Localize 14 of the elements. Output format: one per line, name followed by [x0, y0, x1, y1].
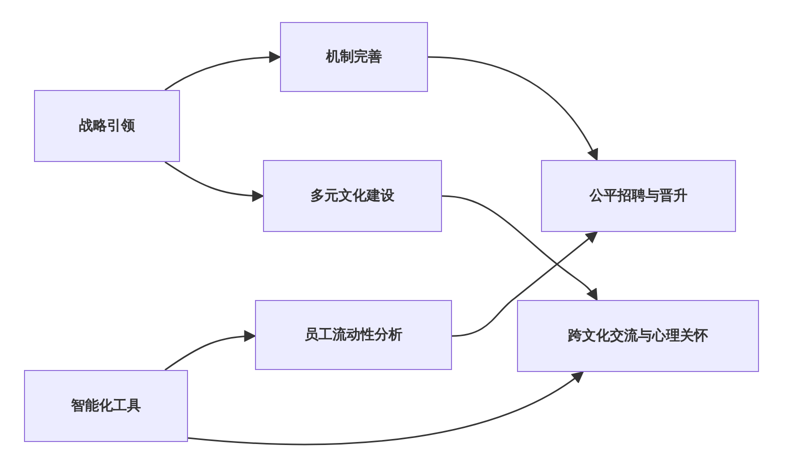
process-box: 员工流动性分析: [255, 300, 452, 370]
process-box: 跨文化交流与心理关怀: [517, 300, 759, 372]
process-box: 智能化工具: [24, 370, 188, 442]
process-box: 多元文化建设: [263, 160, 442, 232]
arrow: [164, 161, 264, 202]
arrow: [428, 56, 598, 162]
process-box: 战略引领: [34, 90, 180, 162]
process-box: 公平招聘与晋升: [541, 160, 736, 232]
arrow: [164, 51, 282, 91]
arrow: [188, 371, 584, 446]
arrow: [442, 195, 598, 301]
process-box: 机制完善: [280, 22, 428, 92]
arrow: [164, 330, 256, 371]
arrow: [452, 231, 598, 337]
